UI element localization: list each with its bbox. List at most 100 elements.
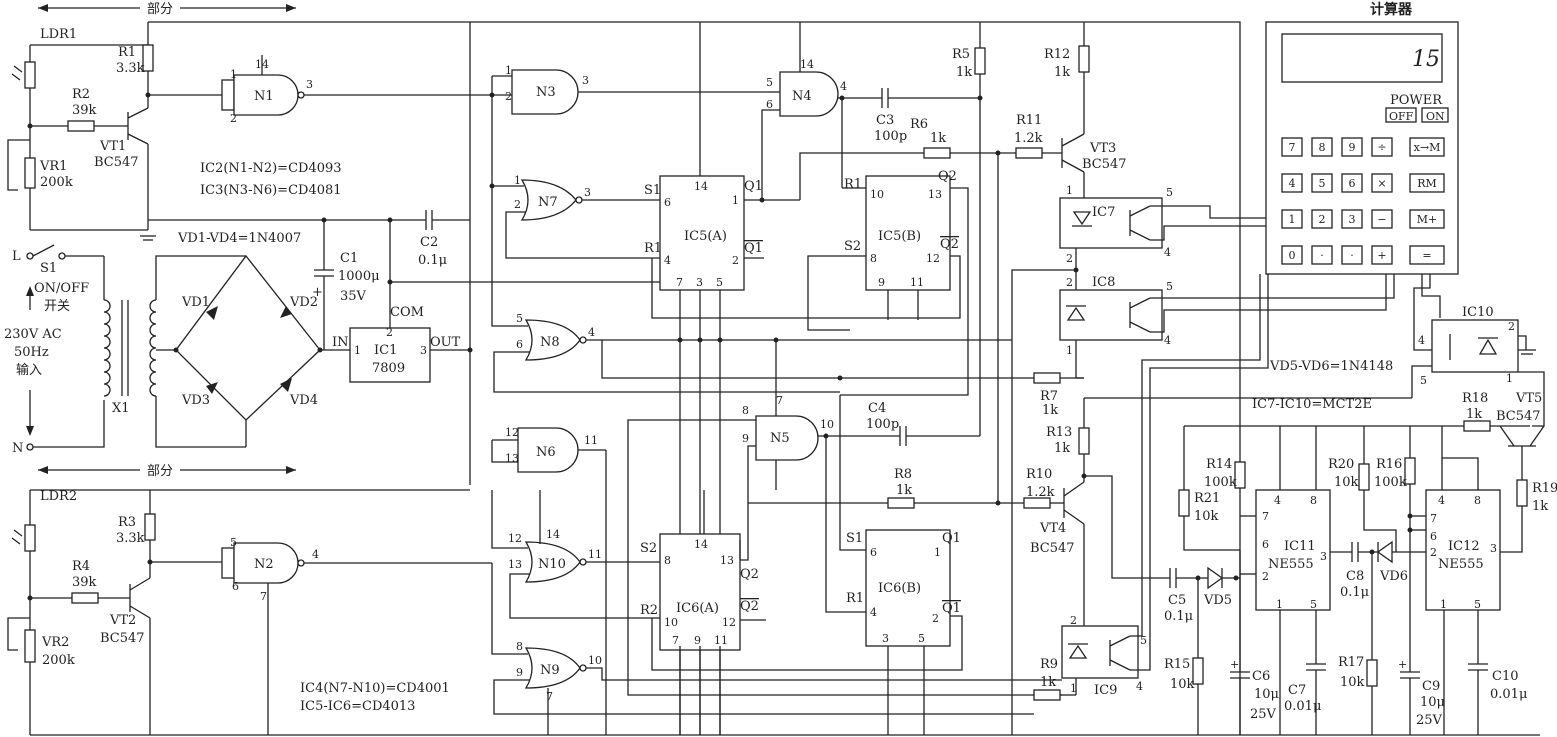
ic11-pin7: 7 <box>1262 510 1269 523</box>
r5-label: R5 <box>952 47 970 62</box>
r13-value: 1k <box>1054 441 1070 456</box>
r14 <box>1234 461 1246 489</box>
r7 <box>1033 372 1061 384</box>
ic9-pin4: 4 <box>1136 680 1143 693</box>
ldr2 <box>24 524 36 552</box>
ic11-pin8: 8 <box>1310 494 1317 507</box>
calc-key <box>1311 209 1333 229</box>
ic12-pin4: 4 <box>1438 494 1445 507</box>
calc-key <box>1409 245 1445 265</box>
calc-key <box>1341 173 1363 193</box>
calc-key <box>1409 173 1445 193</box>
ac-freq: 50Hz <box>14 345 49 360</box>
r7-value: 1k <box>1042 403 1058 418</box>
ic5a-qbar: Q1 <box>744 241 763 256</box>
calc-key-label: · <box>1350 249 1354 262</box>
ic1-pin3: 3 <box>420 344 427 357</box>
gate-n8: N8 5 6 4 <box>491 186 1034 393</box>
calc-key <box>1371 245 1393 265</box>
calc-key-label: M+ <box>1417 213 1437 226</box>
calc-key-label: + <box>1377 249 1386 262</box>
r2-value: 39k <box>72 103 97 118</box>
n6-pin13: 13 <box>505 452 519 465</box>
ic6a-pin8: 8 <box>664 554 671 567</box>
ic10-label: IC10 <box>1462 305 1494 320</box>
ic6b-pin1: 1 <box>934 546 941 559</box>
ic6b-pin5: 5 <box>918 632 925 645</box>
ic5b-pin12: 12 <box>926 252 940 265</box>
vr1-label: VR1 <box>39 159 67 174</box>
ic6b-r: R1 <box>846 591 864 606</box>
ic12-pin1: 1 <box>1440 598 1447 611</box>
n10-pin12: 12 <box>508 532 522 545</box>
gate-n6: N6 12 13 11 <box>491 426 606 473</box>
vd5-label: VD5 <box>1203 593 1232 608</box>
calc-key <box>1371 137 1393 157</box>
vt2-label: VT2 <box>109 613 136 628</box>
ic6a-r: R2 <box>640 603 658 618</box>
calc-key-label: x→M <box>1414 141 1441 154</box>
r4 <box>71 592 99 604</box>
n7-pin3: 3 <box>584 186 591 199</box>
ic11-pin2: 2 <box>1262 570 1269 583</box>
r10-label: R10 <box>1026 467 1052 482</box>
ic8-pin2: 2 <box>1066 276 1073 289</box>
calc-power-label: POWER <box>1390 93 1443 108</box>
ic12-pin5: 5 <box>1474 598 1481 611</box>
ic11-value: NE555 <box>1268 557 1314 572</box>
ic5a-label: IC5(A) <box>684 229 727 244</box>
r17 <box>1366 659 1378 687</box>
r13-label: R13 <box>1046 425 1072 440</box>
r19-label: R19 <box>1532 481 1557 496</box>
ic11-pin5: 5 <box>1310 598 1317 611</box>
ic1-regulator <box>349 327 431 383</box>
n2-label: N2 <box>254 557 274 572</box>
s1-label: S1 <box>40 261 57 276</box>
ic12-pin3: 3 <box>1490 542 1497 555</box>
n8-pin5: 5 <box>516 312 523 325</box>
vd4-label: VD4 <box>289 393 318 408</box>
ic5b-s: S2 <box>844 239 861 254</box>
ic8-label: IC8 <box>1092 275 1115 290</box>
ic5b-qbar: Q2 <box>940 237 959 252</box>
c9-plus: + <box>1398 658 1407 671</box>
calc-key-label: · <box>1320 249 1324 262</box>
n4-pin6: 6 <box>766 98 773 111</box>
vr2-label: VR2 <box>41 635 69 650</box>
driver-bottom: R13 1k R10 1.2k VT4 BC547 IC9 2 1 5 4 <box>1023 274 1412 698</box>
calc-key-label: ÷ <box>1377 141 1386 154</box>
ic5a-q: Q1 <box>744 179 763 194</box>
ic11-pin1: 1 <box>1276 598 1283 611</box>
ic7-label: IC7 <box>1092 205 1115 220</box>
vt4-label: VT4 <box>1039 521 1066 536</box>
ic1-com: COM <box>390 305 424 320</box>
bottom-section-label: 部分 <box>147 464 173 479</box>
passives-mid: C3 100p R5 1k R6 1k C4 100p R7 1k R8 1k … <box>748 22 1084 701</box>
sensor-2: LDR2 R3 3.3k R4 39k VT2 BC547 VR2 200k <box>7 489 470 735</box>
ic10-pin2: 2 <box>1508 320 1515 333</box>
ic7-pin1: 1 <box>1066 184 1073 197</box>
ic9-pin5: 5 <box>1140 634 1147 647</box>
c2-value: 0.1μ <box>418 253 447 268</box>
n2-pin4: 4 <box>312 548 319 561</box>
r11-label: R11 <box>1016 113 1042 128</box>
ic5a-r: R1 <box>644 241 662 256</box>
ic5b-pin8: 8 <box>870 252 877 265</box>
ic12-value: NE555 <box>1438 557 1484 572</box>
ic5b-pin9: 9 <box>878 276 885 289</box>
ff-ic6a: IC6(A) S2 8 R2 10 14 13 Q2 Q2 12 7 9 11 <box>640 490 766 651</box>
ic11-pin4: 4 <box>1274 494 1281 507</box>
r1-label: R1 <box>118 45 136 60</box>
ic1-out: OUT <box>430 335 461 350</box>
ic8-pin5: 5 <box>1166 280 1173 293</box>
n1-pin1: 1 <box>230 68 237 81</box>
r11-value: 1.2k <box>1014 131 1043 146</box>
ldr2-label: LDR2 <box>40 489 77 504</box>
gate-n9: N9 8 9 7 10 <box>491 563 1062 735</box>
top-section-label: 部分 <box>147 2 173 17</box>
r18-label: R18 <box>1462 391 1488 406</box>
ic6b-pin2: 2 <box>932 612 939 625</box>
calc-on: ON <box>1426 110 1445 123</box>
r12-value: 1k <box>1054 65 1070 80</box>
ic10-optocoupler <box>1431 319 1519 373</box>
